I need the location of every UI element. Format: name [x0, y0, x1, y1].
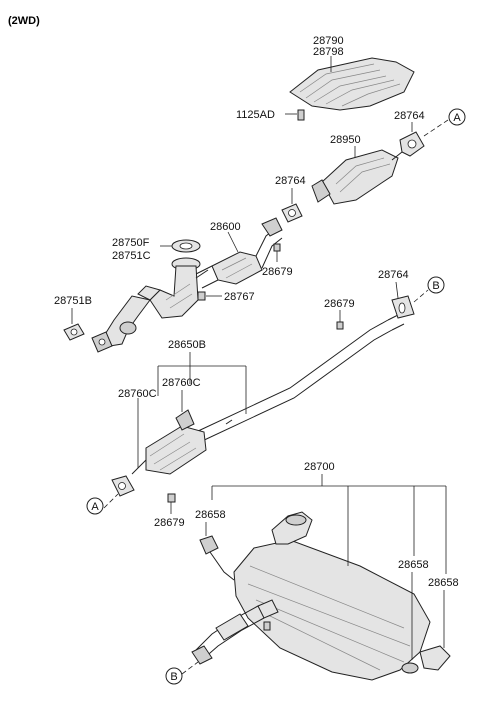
- connector-b-bottom: B: [165, 667, 183, 685]
- nut-28679-c: [167, 493, 176, 514]
- connector-b-top: B: [427, 276, 445, 294]
- nut-28679-a: [273, 243, 281, 262]
- dash-to-B-bottom: [181, 661, 199, 675]
- heat-shield: [289, 57, 415, 111]
- label-28658-b: 28658: [398, 559, 429, 571]
- muffler-28700: [191, 511, 451, 681]
- label-28767: 28767: [224, 291, 255, 303]
- svg-text:B: B: [432, 280, 439, 292]
- label-28751C: 28751C: [112, 250, 151, 262]
- label-28790: 28790: [313, 35, 344, 47]
- connector-a-top: A: [448, 108, 466, 126]
- label-28658-c: 28658: [428, 577, 459, 589]
- bolt-1125AD: [285, 109, 305, 121]
- variant-label: (2WD): [8, 15, 40, 27]
- label-28764-mid: 28764: [275, 175, 306, 187]
- label-28750F: 28750F: [112, 237, 150, 249]
- label-28950: 28950: [330, 134, 361, 146]
- label-28679-c: 28679: [154, 517, 185, 529]
- dash-to-B-top: [413, 289, 429, 303]
- label-28650B: 28650B: [168, 339, 206, 351]
- dash-to-A-top: [423, 119, 449, 137]
- label-28751B: 28751B: [54, 295, 92, 307]
- nut-28767: [197, 291, 222, 301]
- label-28760C-b: 28760C: [162, 377, 201, 389]
- gasket-28764-b: [391, 281, 415, 319]
- leader-28700: [211, 474, 447, 574]
- leader-28650B: [157, 352, 247, 414]
- label-28679-b: 28679: [324, 298, 355, 310]
- gasket-28764-mid: [281, 188, 303, 223]
- svg-text:A: A: [91, 501, 99, 513]
- connector-a-bottom: A: [86, 497, 104, 515]
- svg-text:B: B: [170, 671, 177, 683]
- svg-text:A: A: [453, 112, 461, 124]
- label-28798: 28798: [313, 46, 344, 58]
- center-pipe-28650B: [111, 313, 405, 497]
- label-28600: 28600: [210, 221, 241, 233]
- front-pipe-28600: [195, 217, 283, 289]
- gasket-28764-top: [399, 122, 425, 157]
- label-28679-a: 28679: [262, 266, 293, 278]
- label-28760C-a: 28760C: [118, 388, 157, 400]
- y-pipe-manifold: [91, 257, 209, 353]
- label-1125AD: 1125AD: [236, 109, 275, 121]
- catalytic-converter-28950: [311, 146, 403, 205]
- gasket-28751B: [63, 308, 85, 341]
- label-28764-top: 28764: [394, 110, 425, 122]
- label-28658-a: 28658: [195, 509, 226, 521]
- label-28700: 28700: [304, 461, 335, 473]
- label-28764-b: 28764: [378, 269, 409, 281]
- dash-to-A-bottom: [103, 493, 119, 509]
- gasket-28750F: [160, 239, 201, 253]
- nut-28679-b: [336, 310, 344, 330]
